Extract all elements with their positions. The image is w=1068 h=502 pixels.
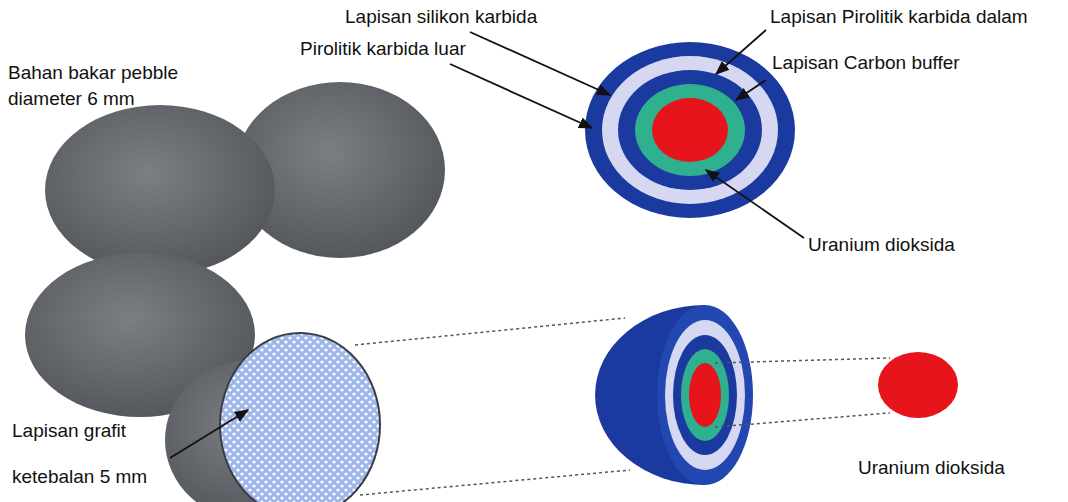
zoom-line	[715, 413, 890, 427]
part-label: Lapisan silikon karbida	[345, 4, 537, 30]
zoom-line	[715, 358, 890, 363]
leader-arrow	[716, 30, 766, 74]
zoom-line	[360, 470, 630, 495]
zoom-line	[355, 318, 625, 345]
graphite-cut-face	[220, 333, 380, 502]
part-label: Uranium dioksida	[808, 232, 955, 258]
part-label: Lapisan grafit ketebalan 5 mm	[12, 408, 172, 500]
part-label: Pirolitik karbida luar	[300, 36, 466, 62]
part-label: Uranium dioksida	[858, 455, 1005, 481]
part-label: Lapisan Pirolitik karbida dalam	[770, 4, 1028, 30]
leader-arrow	[706, 170, 804, 238]
leader-arrow	[450, 64, 592, 128]
part-label: Lapisan Carbon buffer	[772, 50, 960, 76]
uranium-kernel	[878, 352, 958, 418]
particle-cutaway	[595, 305, 753, 485]
particle-section	[585, 42, 795, 218]
leader-arrow	[170, 410, 248, 458]
leader-arrow	[736, 80, 766, 100]
pebble	[45, 105, 275, 275]
part-label: Bahan bakar pebble diameter 6 mm	[8, 60, 198, 112]
leader-arrow	[470, 32, 610, 95]
